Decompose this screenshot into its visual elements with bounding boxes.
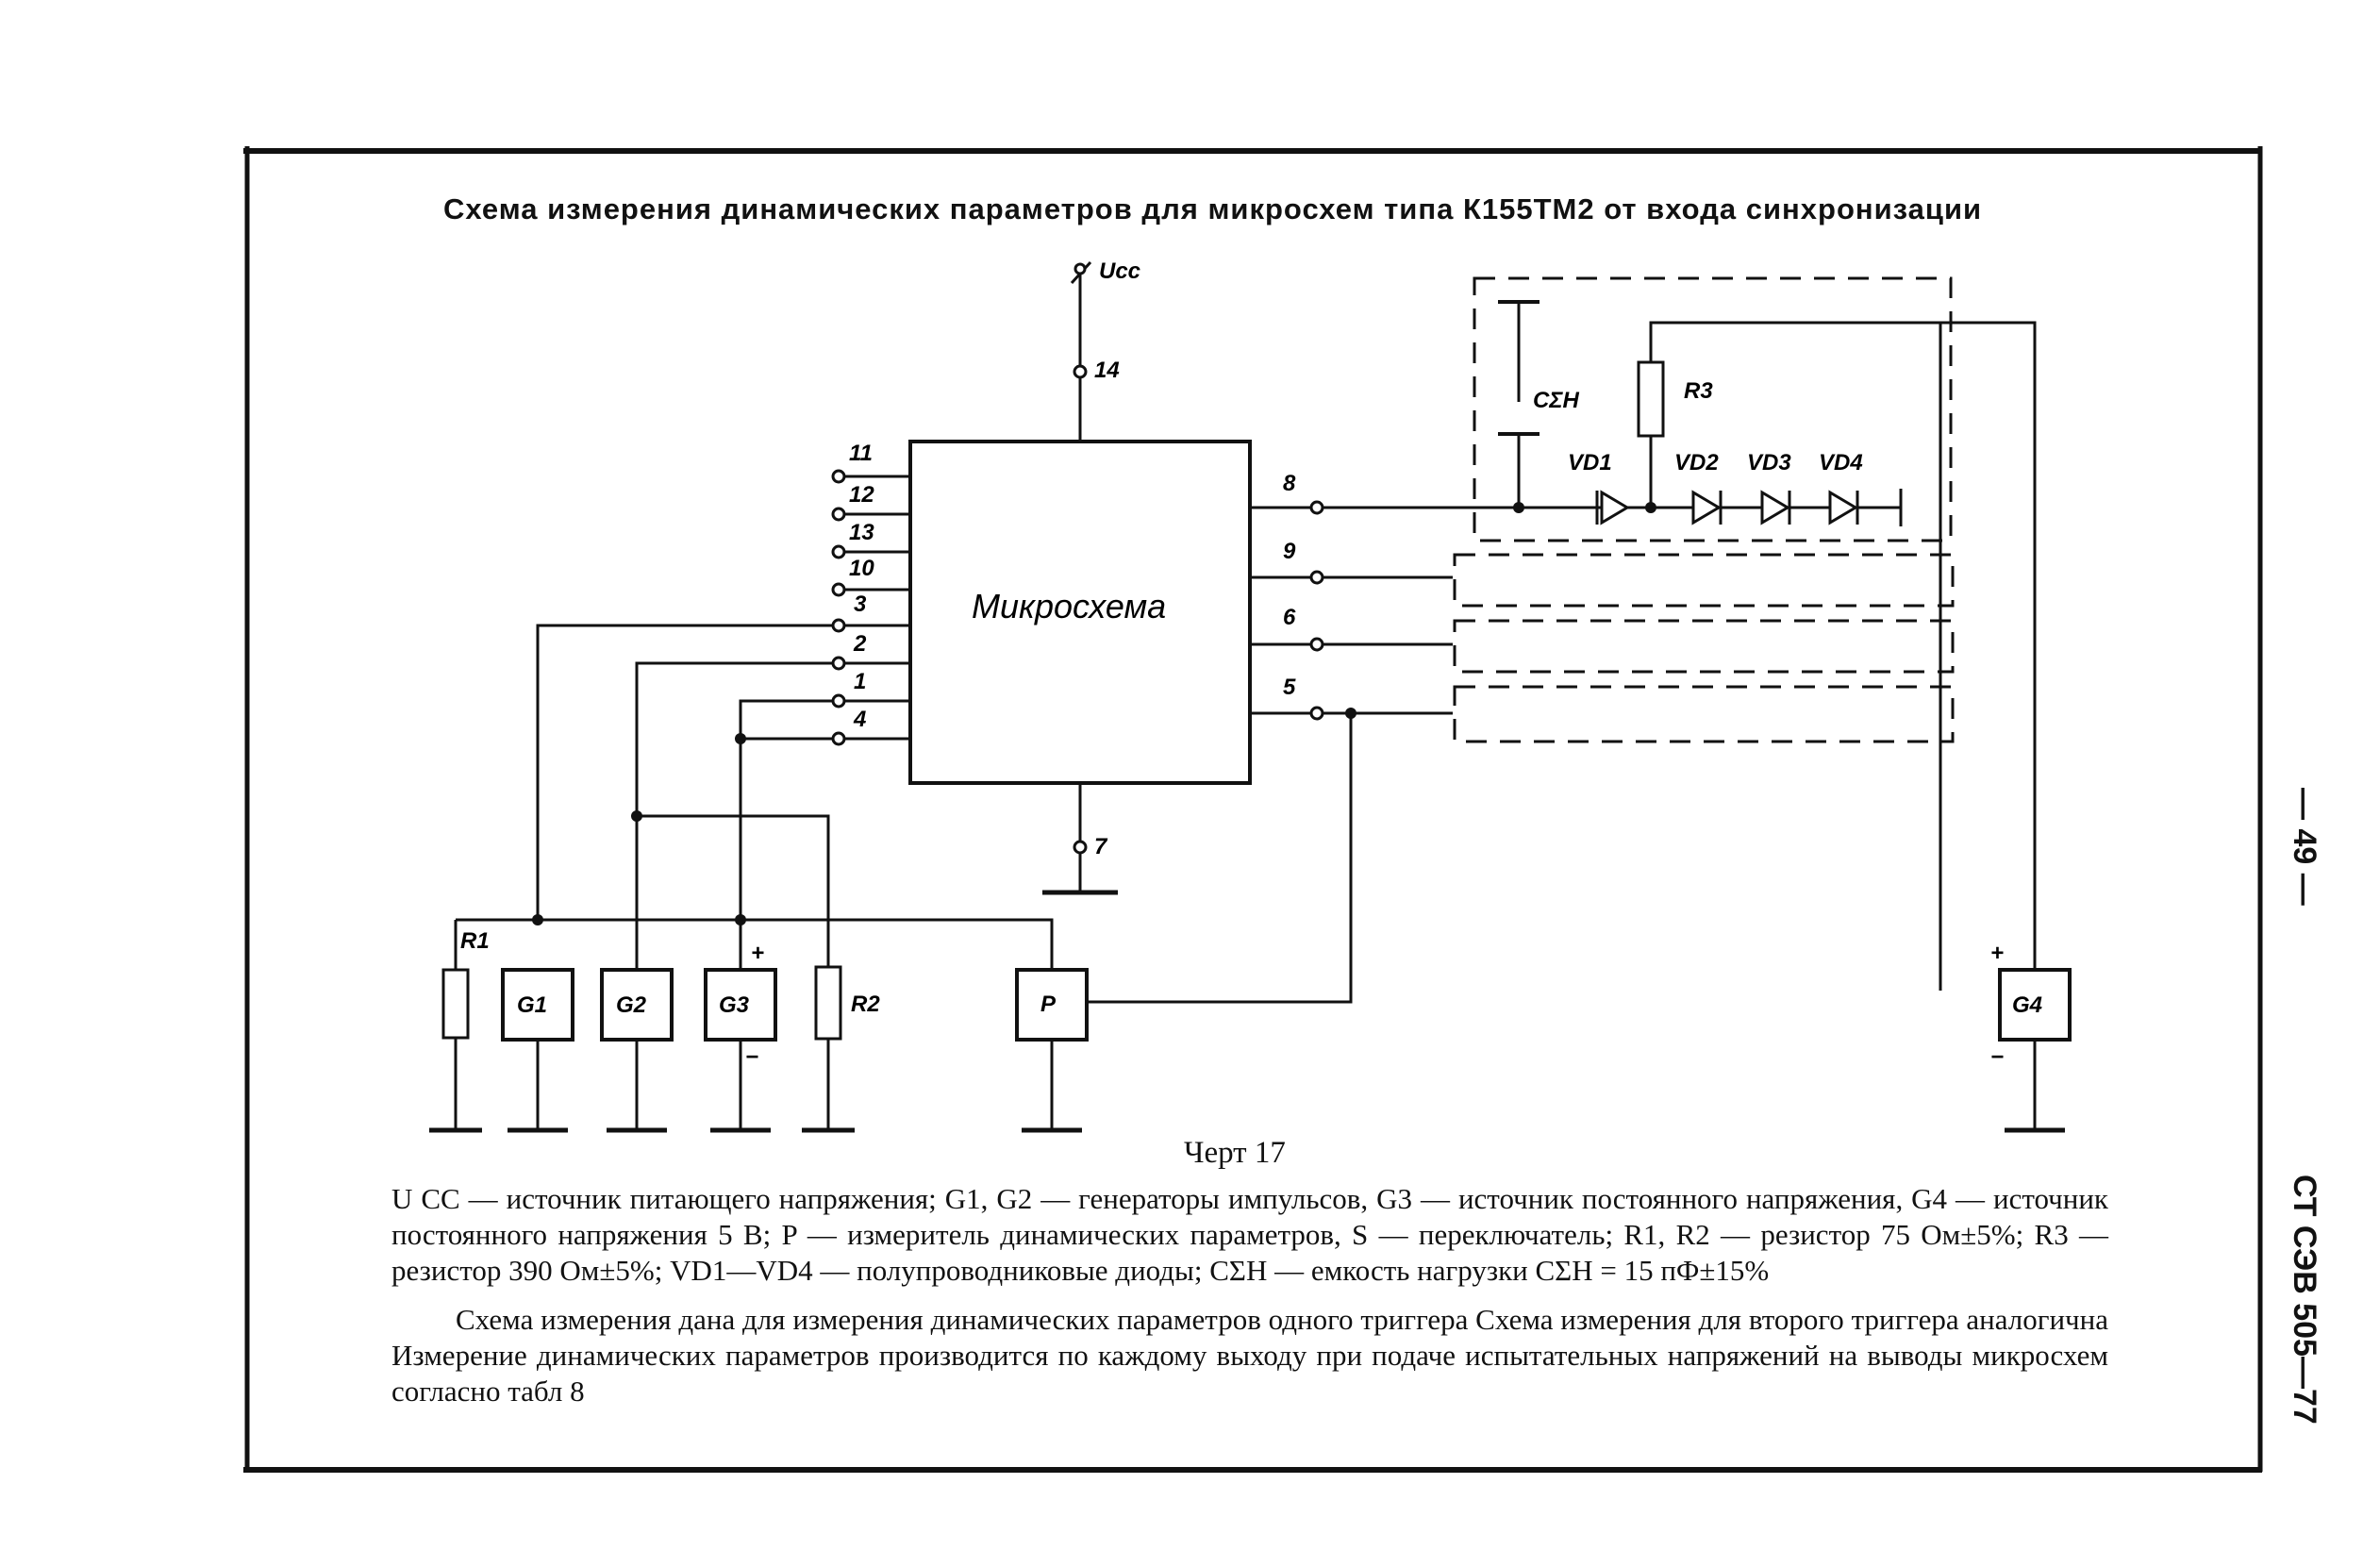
pin-7: 7 <box>1094 834 1108 859</box>
pin-12: 12 <box>849 482 874 508</box>
legend-block: U CC — источник питающего напряжения; G1… <box>391 1181 2108 1409</box>
supply-label: Ucc <box>1099 258 1140 284</box>
g3-plus: + <box>751 941 764 966</box>
pin-1: 1 <box>854 669 866 694</box>
note-text: Схема измерения дана для измерения динам… <box>391 1303 2108 1408</box>
legend-text: U CC — источник питающего напряжения; G1… <box>391 1182 2108 1287</box>
chip-label: Микросхема <box>972 587 1166 625</box>
diode-vd1 <box>1600 490 1630 525</box>
resistor-r1 <box>441 968 470 1040</box>
pin-4: 4 <box>853 707 866 732</box>
diode-vd2 <box>1691 490 1722 525</box>
figure-caption: Черт 17 <box>1184 1136 1286 1170</box>
load-enclosure <box>1473 276 1953 542</box>
pin-13: 13 <box>849 520 874 545</box>
page-number: — 49 — <box>2287 788 2322 906</box>
c-label: CΣH <box>1533 388 1580 413</box>
vd1-label: VD1 <box>1568 450 1612 475</box>
pin-14: 14 <box>1094 358 1120 383</box>
r2-label: R2 <box>851 992 880 1017</box>
load-box-6 <box>1453 619 1955 674</box>
pin-8: 8 <box>1283 471 1296 496</box>
pin-5: 5 <box>1283 675 1296 700</box>
diagram-title: Схема измерения динамических параметров … <box>443 192 1983 225</box>
g3-label: G3 <box>719 992 750 1018</box>
vd2-label: VD2 <box>1674 450 1719 475</box>
g1-label: G1 <box>517 992 547 1018</box>
pin-2: 2 <box>853 631 867 657</box>
diode-vd4 <box>1828 490 1858 525</box>
load-box-9 <box>1453 553 1955 608</box>
pin-6: 6 <box>1283 605 1296 630</box>
vd4-label: VD4 <box>1819 450 1863 475</box>
p-label: P <box>1040 992 1057 1017</box>
g2-label: G2 <box>616 992 647 1018</box>
pin-3: 3 <box>854 592 867 617</box>
resistor-r3 <box>1637 360 1665 438</box>
pin-10: 10 <box>849 556 874 581</box>
resistor-r2 <box>814 965 842 1041</box>
vd3-label: VD3 <box>1747 450 1791 475</box>
standard-code: СТ СЭВ 505—77 <box>2287 1175 2322 1425</box>
g3-minus: − <box>745 1044 758 1070</box>
load-box-5 <box>1453 685 1955 743</box>
diode-vd3 <box>1760 490 1790 525</box>
r1-label: R1 <box>460 928 490 954</box>
g4-minus: − <box>1990 1044 2004 1070</box>
pin-9: 9 <box>1283 539 1296 564</box>
pin-11: 11 <box>849 441 873 466</box>
r3-label: R3 <box>1684 378 1713 404</box>
g4-label: G4 <box>2012 992 2042 1018</box>
g4-plus: + <box>1990 941 2004 966</box>
